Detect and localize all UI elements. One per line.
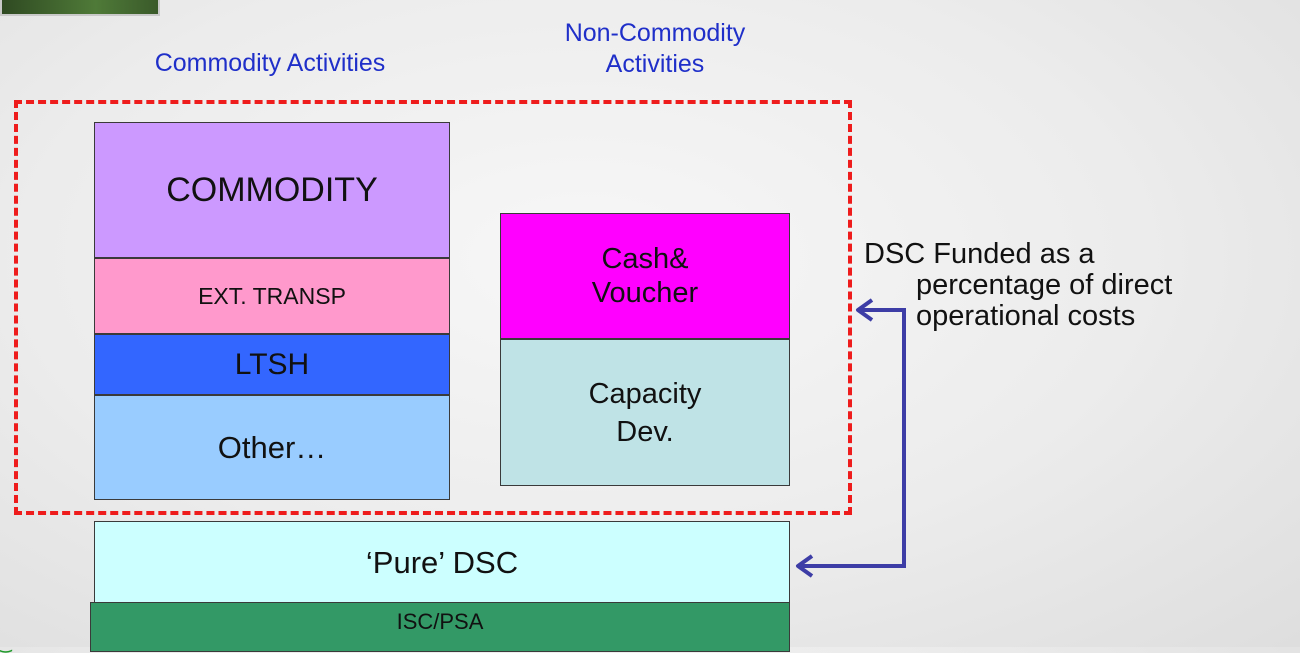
ltsh-label: LTSH	[234, 347, 310, 381]
commodity-activities-header: Commodity Activities	[154, 49, 386, 77]
capacity-dev-block: Capacity Dev.	[500, 339, 790, 486]
cash-voucher-label-line2: Voucher	[591, 277, 699, 309]
capacity-dev-label-line1: Capacity	[588, 377, 702, 410]
other-label: Other…	[217, 429, 327, 465]
dsc-note-line3: operational costs	[916, 300, 1136, 332]
cash-voucher-block: Cash& Voucher	[500, 213, 790, 339]
cropped-green-text: ‿	[0, 636, 12, 652]
pure-dsc-label: ‘Pure’ DSC	[365, 544, 519, 580]
other-block: Other…	[94, 395, 450, 500]
dsc-note-line2: percentage of direct	[916, 269, 1173, 301]
arrowhead-to-frame	[856, 298, 874, 322]
ext-transp-block: EXT. TRANSP	[94, 258, 450, 334]
non-commodity-header-line1: Non-Commodity	[564, 19, 746, 47]
photo-thumbnail	[0, 0, 160, 16]
arrowhead-to-pure-dsc	[796, 554, 814, 578]
non-commodity-header-line2: Activities	[605, 50, 705, 78]
non-commodity-activities-header: Non-Commodity Activities	[500, 18, 810, 80]
dsc-funding-note: DSC Funded as a percentage of direct ope…	[864, 239, 1294, 332]
cash-voucher-label-line1: Cash&	[601, 243, 689, 275]
commodity-label: COMMODITY	[166, 170, 378, 209]
commodity-block: COMMODITY	[94, 122, 450, 258]
capacity-dev-label-line2: Dev.	[616, 415, 674, 448]
direct-operational-costs-frame	[14, 100, 852, 515]
dsc-note-line1: DSC Funded as a	[864, 238, 1095, 270]
ltsh-block: LTSH	[94, 334, 450, 395]
pure-dsc-block: ‘Pure’ DSC	[94, 521, 790, 604]
isc-psa-block: ISC/PSA	[90, 602, 790, 652]
isc-psa-label: ISC/PSA	[396, 609, 484, 634]
connector-line	[798, 308, 906, 568]
ext-transp-label: EXT. TRANSP	[198, 282, 346, 309]
